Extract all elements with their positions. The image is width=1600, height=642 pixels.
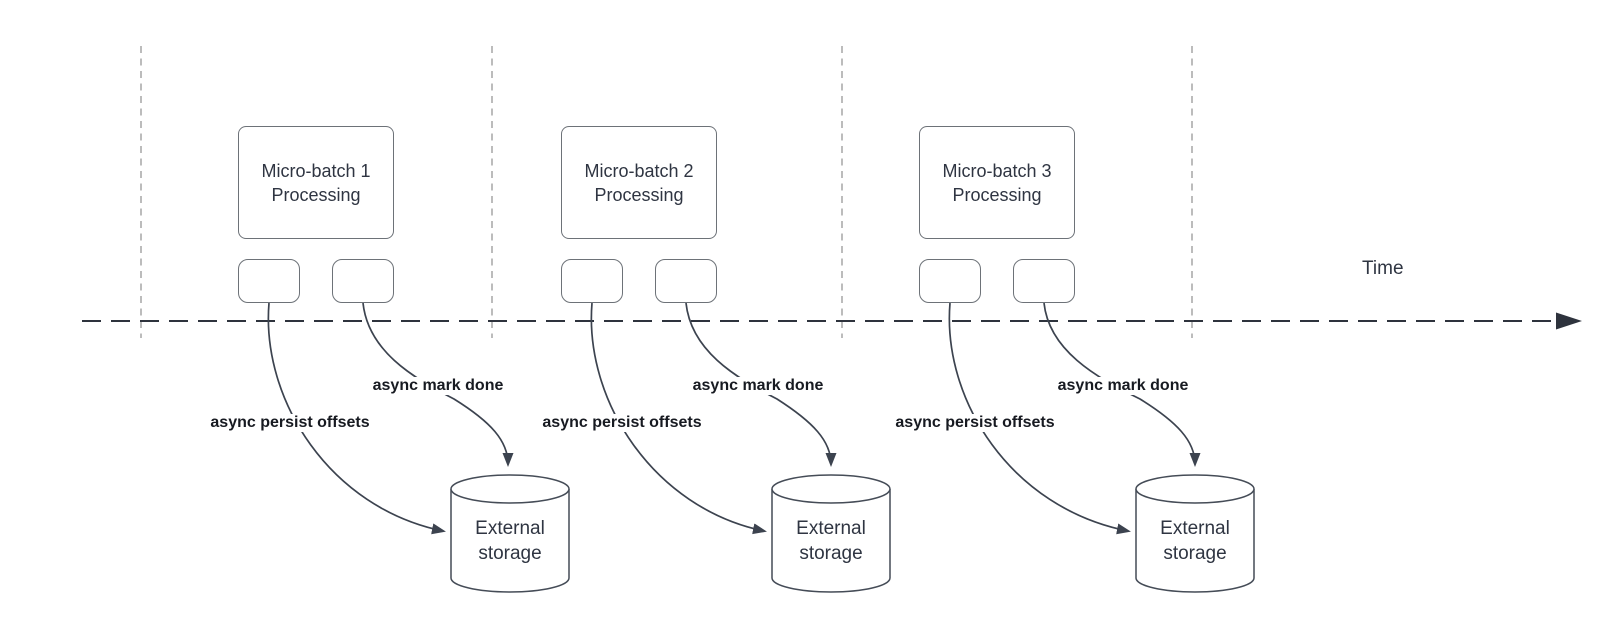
- persist-task-box-2: [561, 259, 623, 303]
- time-axis-arrowhead-icon: [1556, 312, 1582, 330]
- storage-cylinder-3: [1135, 474, 1255, 593]
- done-task-box-3: [1013, 259, 1075, 303]
- mark-done-arrow-1: [362, 302, 514, 467]
- storage-cylinder-2: [771, 474, 891, 593]
- microbatch-processing-box-1: Micro-batch 1 Processing: [238, 126, 394, 239]
- persist-offsets-arrow-3: [948, 302, 1131, 535]
- time-axis: [82, 312, 1582, 330]
- external-storage-2: External storage: [772, 475, 890, 592]
- microbatch-processing-box-2: Micro-batch 2 Processing: [561, 126, 717, 239]
- persist-offsets-arrow-1: [267, 302, 446, 535]
- persist-offsets-arrow-label-3: async persist offsets: [892, 414, 1058, 432]
- microbatch-processing-label-1: Micro-batch 1 Processing: [261, 160, 371, 205]
- external-storage-3: External storage: [1136, 475, 1254, 592]
- microbatch-processing-label-2: Micro-batch 2 Processing: [584, 160, 694, 205]
- time-axis-label: Time: [1362, 258, 1404, 279]
- mark-done-arrow-label-1: async mark done: [369, 377, 507, 395]
- external-storage-label-2: External storage: [796, 517, 866, 564]
- persist-offsets-arrow-label-2: async persist offsets: [539, 414, 705, 432]
- done-task-box-1: [332, 259, 394, 303]
- mark-done-arrow-2: [685, 302, 837, 467]
- external-storage-label-3: External storage: [1160, 517, 1230, 564]
- mark-done-arrow-label-2: async mark done: [689, 377, 827, 395]
- persist-offsets-arrow-label-1: async persist offsets: [207, 414, 373, 432]
- microbatch-processing-label-3: Micro-batch 3 Processing: [942, 160, 1052, 205]
- mark-done-arrow-label-3: async mark done: [1054, 377, 1192, 395]
- persist-task-box-1: [238, 259, 300, 303]
- done-task-box-2: [655, 259, 717, 303]
- persist-offsets-arrow-2: [590, 302, 767, 535]
- storage-cylinder-1: [450, 474, 570, 593]
- mark-done-arrow-3: [1043, 302, 1201, 467]
- external-storage-label-1: External storage: [475, 517, 545, 564]
- persist-task-box-3: [919, 259, 981, 303]
- microbatch-processing-box-3: Micro-batch 3 Processing: [919, 126, 1075, 239]
- external-storage-1: External storage: [451, 475, 569, 592]
